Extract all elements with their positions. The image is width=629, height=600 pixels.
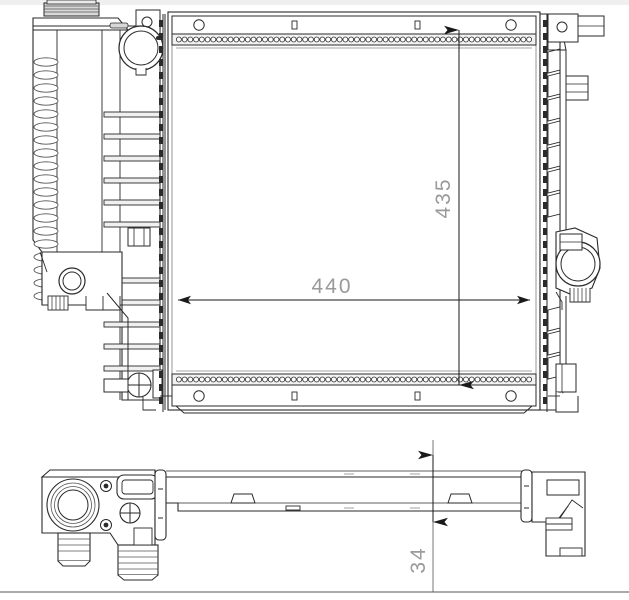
bottom-core-profile	[166, 470, 522, 512]
bottom-filler-circles	[46, 478, 100, 532]
bottom-right-tank-profile	[531, 471, 586, 557]
bottom-left-tank-profile	[40, 469, 159, 581]
radiator-core	[167, 11, 541, 411]
front-view: 440 435	[32, 0, 605, 414]
bottom-view: 34	[40, 440, 586, 592]
mid-boss	[127, 227, 151, 247]
filler-neck-circle	[118, 25, 164, 76]
bottom-left-endcap	[154, 469, 167, 541]
drain-spout	[47, 295, 69, 311]
bottom-threaded-neck-left	[57, 532, 91, 567]
right-tank-ribs	[547, 19, 567, 405]
left-side-tank	[32, 0, 172, 412]
bottom-screw-lower	[100, 519, 112, 531]
bottom-threaded-neck-center	[117, 527, 159, 581]
bottom-right-endcap	[520, 469, 533, 523]
right-side-tank	[539, 13, 605, 413]
bottom-right-bracket	[548, 363, 579, 413]
mounting-pin-lower	[103, 369, 172, 411]
top-header-tank	[171, 15, 537, 49]
tank-ribs	[103, 111, 161, 372]
bottom-crosshair	[119, 502, 141, 524]
filler-cap	[43, 0, 100, 17]
dimension-34-label: 34	[407, 546, 430, 573]
left-core-joint-strip	[159, 14, 164, 412]
spring-coil	[33, 57, 59, 301]
bottom-header-tank	[171, 370, 537, 414]
dimension-435-label: 435	[432, 177, 455, 218]
outlet-spout	[569, 288, 591, 303]
lower-chamber	[39, 251, 129, 400]
dimension-440-label: 440	[311, 275, 352, 298]
bottom-screw-upper	[100, 480, 112, 492]
outlet-neck	[555, 227, 601, 310]
dimension-435: 435	[432, 25, 474, 390]
bottom-oval-port	[116, 474, 159, 500]
dimension-34: 34	[407, 440, 448, 592]
right-upper-boss	[565, 75, 589, 101]
right-core-joint-strip	[543, 14, 548, 412]
top-right-bracket	[547, 13, 605, 51]
bottom-tube-openings	[175, 376, 533, 383]
